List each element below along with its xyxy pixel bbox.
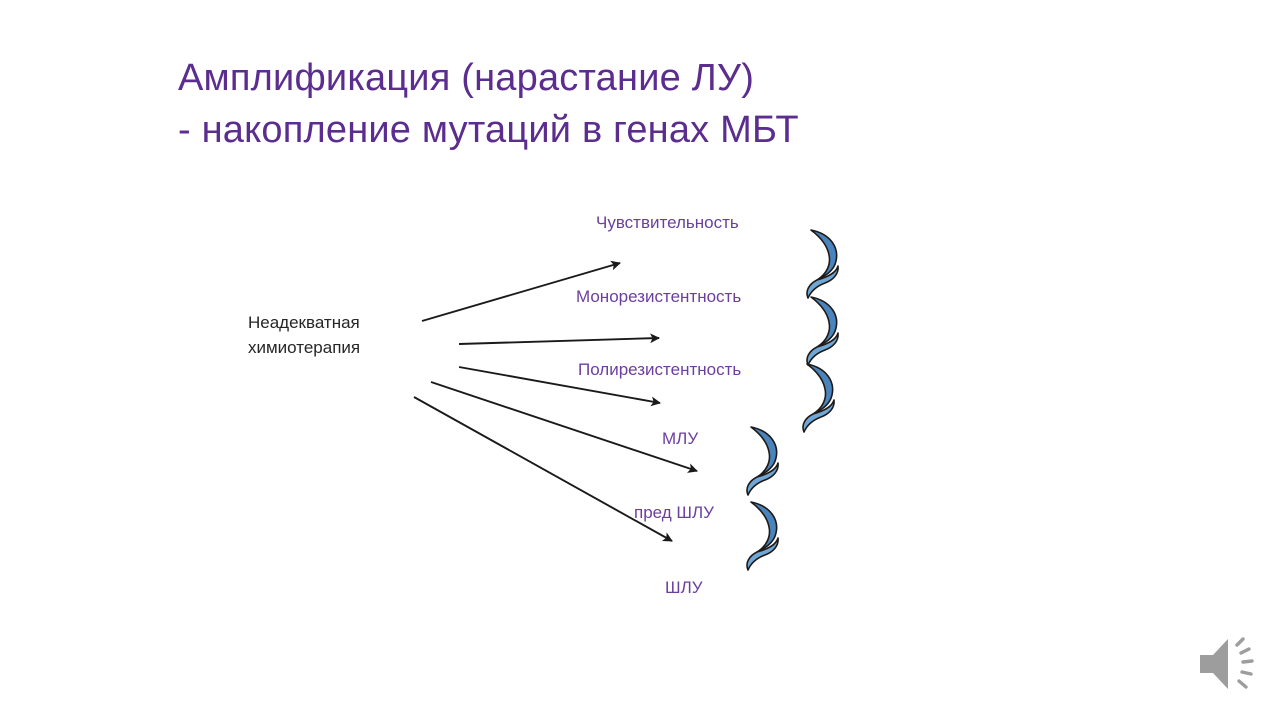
source-node-inadequate-chemotherapy: Неадекватная химиотерапия [248, 310, 428, 360]
source-node-line-2: химиотерапия [248, 338, 361, 357]
arrow-to-mdr [430, 381, 698, 473]
stage-label-mdr: МЛУ [662, 429, 699, 448]
source-node-line-1: Неадекватная [248, 313, 360, 332]
helix-group-right [802, 229, 839, 433]
stage-label-sensitivity: Чувствительность [596, 213, 739, 232]
title-line-2: - накопление мутаций в генах МБТ [178, 109, 799, 151]
helix-group-lower [746, 426, 779, 571]
title-line-1: Амплификация (нарастание ЛУ) [178, 57, 755, 99]
speaker-icon[interactable] [1196, 628, 1272, 700]
stage-label-xdr: ШЛУ [665, 578, 703, 597]
stage-label-mono-resistance: Монорезистентность [576, 287, 742, 306]
stage-label-poly-resistance: Полирезистентность [578, 360, 742, 379]
page-title: Амплификация (нарастание ЛУ) - накоплени… [178, 52, 1078, 156]
stage-label-pre-xdr: пред ШЛУ [634, 503, 714, 522]
arrow-to-mono-resistance [458, 333, 660, 345]
